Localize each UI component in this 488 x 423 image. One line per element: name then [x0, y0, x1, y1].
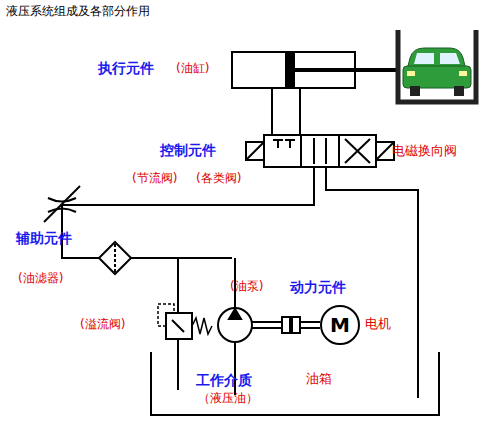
part-group: 执行元件 [98, 60, 154, 76]
part-name: (各类阀) [196, 172, 241, 186]
relief-arrow [172, 320, 184, 332]
valve-arrow [345, 139, 370, 163]
valve-arrow [313, 138, 315, 164]
pipe [271, 88, 273, 135]
piston [286, 54, 294, 86]
valve-block [273, 139, 283, 141]
valve-block [277, 140, 279, 148]
car-frame [398, 30, 476, 102]
spring [192, 318, 212, 334]
pipe [177, 258, 179, 313]
solenoid [246, 142, 264, 160]
part-name: (溢流阀) [80, 318, 125, 332]
pilot-line [158, 304, 174, 326]
node-text: M [330, 314, 350, 337]
directional-valve [264, 135, 376, 167]
part-name: 电磁换向阀 [392, 144, 457, 159]
part-name: (油滤器) [18, 272, 63, 286]
oil-filter [99, 242, 131, 274]
coupling [292, 317, 300, 333]
valve-section [300, 135, 302, 167]
filter-element [114, 244, 116, 272]
throttle-arrow [44, 186, 80, 222]
node-text: （液压油） [198, 392, 258, 406]
pipe [177, 339, 179, 390]
part-group: 控制元件 [160, 142, 216, 158]
pipe [299, 88, 301, 135]
motor-circle: M [320, 305, 360, 345]
part-name: (油缸) [176, 62, 209, 76]
part-name: (节流阀) [132, 172, 177, 186]
node-text: 油箱 [306, 372, 332, 387]
pressure-pipe [62, 167, 314, 258]
part-group: 辅助元件 [16, 230, 72, 246]
solenoid [376, 142, 394, 160]
relief-valve [166, 313, 192, 339]
valve-block [289, 140, 291, 148]
valve-section [338, 135, 340, 167]
solenoid [376, 142, 394, 160]
valve-block [285, 139, 295, 141]
part-group: 动力元件 [290, 279, 346, 295]
diagram-title: 液压系统组成及各部分作用 [6, 5, 150, 19]
car [403, 48, 471, 96]
part-name: 电机 [365, 317, 391, 332]
pump [218, 308, 252, 342]
valve-arrow [345, 139, 370, 163]
pump-arrow [229, 309, 241, 319]
piston-rod [294, 68, 398, 72]
solenoid [246, 142, 264, 160]
node-text: 工作介质 [196, 372, 252, 388]
coupling [282, 317, 290, 333]
part-name: (油泵) [230, 280, 263, 294]
valve-arrow [325, 138, 327, 164]
oil-tank: 工作介质 （液压油） 油箱 [150, 352, 440, 416]
